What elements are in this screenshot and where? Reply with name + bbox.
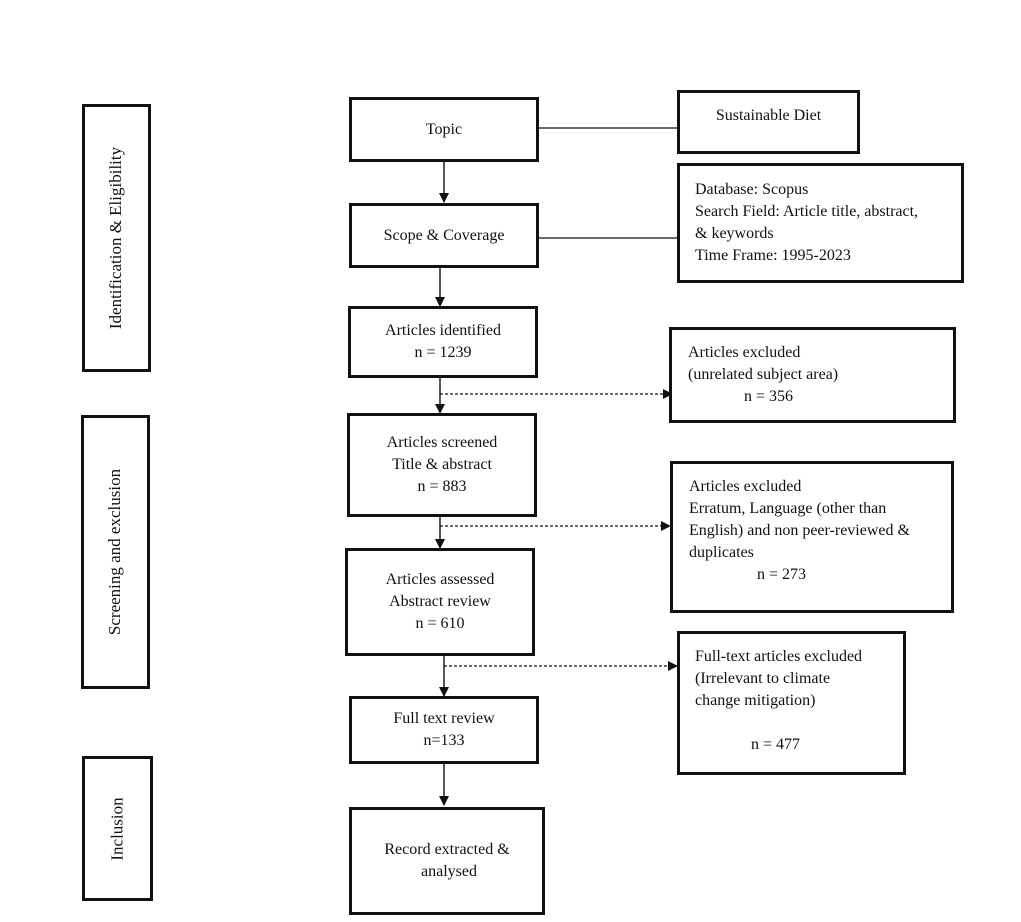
- sustainable-diet-box: Sustainable Diet: [677, 90, 860, 154]
- excluded2-line-5: n = 273: [689, 566, 807, 583]
- scope-line-1: Scope & Coverage: [383, 226, 505, 244]
- phase-inclusion-label: Inclusion: [107, 796, 127, 861]
- phase-screening-label: Screening and exclusion: [105, 468, 125, 636]
- excluded3-line-3: change mitigation): [695, 692, 816, 709]
- sustainable-line-1: Sustainable Diet: [715, 107, 822, 124]
- phase-inclusion: Inclusion: [82, 756, 153, 901]
- assessed-line-2: Abstract review: [389, 593, 491, 610]
- excluded2-line-1: Articles excluded: [689, 478, 802, 495]
- excluded-fulltext-box: Full-text articles excluded (Irrelevant …: [677, 631, 906, 775]
- excluded1-line-3: n = 356: [688, 388, 794, 405]
- topic-line-1: Topic: [425, 120, 463, 138]
- excluded3-line-4: ​: [695, 712, 888, 734]
- record-extracted-box: Record extracted & analysed: [349, 807, 545, 915]
- screened-line-2: Title & abstract: [392, 456, 492, 473]
- excluded2-line-4: duplicates: [689, 544, 754, 561]
- assessed-line-1: Articles assessed: [385, 571, 495, 588]
- database-line-2: Search Field: Article title, abstract,: [695, 203, 919, 220]
- screened-line-3: n = 883: [417, 478, 467, 495]
- screened-line-1: Articles screened: [386, 434, 498, 451]
- record-line-1: Record extracted &: [384, 841, 510, 858]
- articles-assessed-box: Articles assessed Abstract review n = 61…: [345, 548, 535, 656]
- assessed-line-3: n = 610: [415, 615, 465, 632]
- full-text-review-box: Full text review n=133: [349, 696, 539, 764]
- identified-line-2: n = 1239: [414, 344, 472, 361]
- identified-line-1: Articles identified: [385, 322, 501, 339]
- articles-screened-box: Articles screened Title & abstract n = 8…: [347, 413, 537, 517]
- excluded3-line-1: Full-text articles excluded: [695, 648, 863, 665]
- excluded-unrelated-box: Articles excluded (unrelated subject are…: [669, 327, 956, 423]
- scope-box: Scope & Coverage: [349, 203, 539, 268]
- excluded3-line-5: n = 477: [695, 736, 801, 753]
- fulltext-line-2: n=133: [423, 732, 465, 749]
- phase-identification: Identification & Eligibility: [82, 104, 151, 372]
- database-line-4: Time Frame: 1995-2023: [695, 247, 851, 264]
- phase-identification-label: Identification & Eligibility: [106, 146, 126, 330]
- database-line-3: & keywords: [695, 225, 774, 242]
- fulltext-line-1: Full text review: [393, 710, 495, 727]
- excluded2-line-2: Erratum, Language (other than: [689, 500, 887, 517]
- excluded3-line-2: (Irrelevant to climate: [695, 670, 831, 687]
- topic-box: Topic: [349, 97, 539, 162]
- phase-screening: Screening and exclusion: [81, 415, 150, 689]
- excluded1-line-1: Articles excluded: [688, 344, 801, 361]
- database-line-1: Database: Scopus: [695, 181, 809, 198]
- database-info-box: Database: Scopus Search Field: Article t…: [677, 163, 964, 283]
- articles-identified-box: Articles identified n = 1239: [348, 306, 538, 378]
- excluded1-line-2: (unrelated subject area): [688, 366, 839, 383]
- record-line-2: analysed: [417, 863, 477, 880]
- excluded-erratum-box: Articles excluded Erratum, Language (oth…: [670, 461, 954, 613]
- excluded2-line-3: English) and non peer-reviewed &: [689, 522, 910, 539]
